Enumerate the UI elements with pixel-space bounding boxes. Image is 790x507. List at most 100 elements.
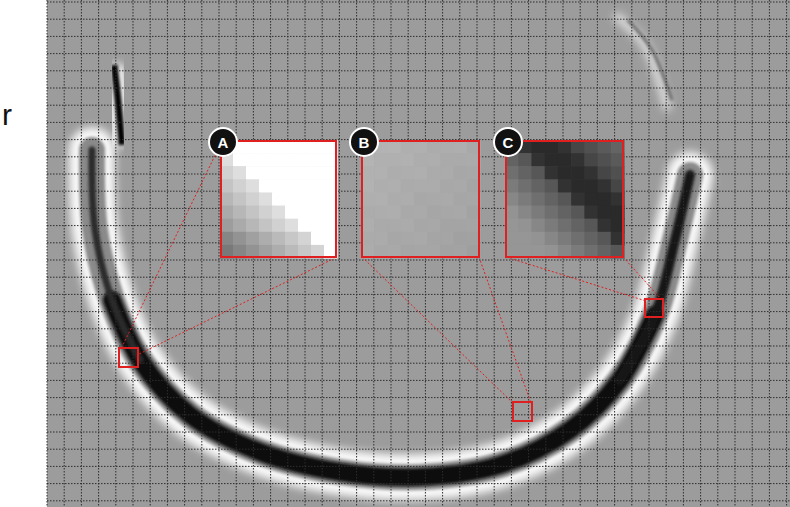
zoom-pixel (259, 153, 273, 167)
zoom-pixel (414, 219, 428, 233)
zoom-pixel (272, 206, 286, 220)
zoom-pixel (361, 232, 375, 246)
grid-line (786, 0, 787, 507)
grid-line (64, 0, 65, 507)
zoom-pixel (558, 232, 572, 246)
grid-line (47, 449, 790, 450)
cut-text: r (2, 100, 12, 130)
zoom-pixel (246, 219, 260, 233)
grid-line (700, 0, 701, 507)
zoom-pixels (220, 140, 338, 259)
zoom-pixel (401, 219, 415, 233)
zoom-pixel (427, 206, 441, 220)
zoom-pixel (531, 232, 545, 246)
zoom-pixel (387, 153, 401, 167)
zoom-pixel (233, 166, 247, 180)
grid-line (47, 294, 790, 295)
zoom-pixel (584, 179, 598, 193)
zoom-pixel (259, 179, 273, 193)
zoom-pixel (454, 166, 468, 180)
leader-line (623, 257, 662, 300)
zoom-pixel (427, 166, 441, 180)
zoom-pixel (454, 219, 468, 233)
zoom-pixel (272, 219, 286, 233)
grid-line (47, 380, 790, 381)
zoom-pixel (440, 166, 454, 180)
zoom-pixel (298, 153, 312, 167)
zoom-pixel (598, 219, 612, 233)
zoom-pixel (454, 179, 468, 193)
zoom-pixel (233, 179, 247, 193)
zoom-pixel (440, 140, 454, 154)
grid-line (717, 0, 718, 507)
grid-line (150, 0, 151, 507)
zoom-pixel (571, 140, 585, 154)
grid-line (631, 0, 632, 507)
grid-line (752, 0, 753, 507)
zoom-pixel (558, 192, 572, 206)
zoom-pixel (440, 219, 454, 233)
zoom-pixel (558, 219, 572, 233)
grid-line (47, 105, 790, 106)
zoom-pixel (571, 179, 585, 193)
zoom-pixel (387, 140, 401, 154)
zoom-pixel (272, 166, 286, 180)
zoom-pixel (220, 192, 234, 206)
zoom-pixel (545, 219, 559, 233)
zoom-pixel (414, 232, 428, 246)
zoom-pixel (558, 140, 572, 154)
zoom-pixel (454, 153, 468, 167)
zoom-pixel (387, 232, 401, 246)
zoom-pixel (440, 192, 454, 206)
zoom-pixel (598, 179, 612, 193)
zoom-pixel (311, 179, 325, 193)
inset-letter: A (218, 135, 229, 150)
pixel-grid (47, 0, 790, 507)
grid-line (47, 397, 790, 398)
zoom-pixel (259, 192, 273, 206)
zoom-pixel (440, 232, 454, 246)
zoom-pixel (454, 140, 468, 154)
zoom-pixel (298, 179, 312, 193)
grid-line (133, 0, 134, 507)
leader-line (479, 257, 531, 403)
zoom-pixel (233, 232, 247, 246)
zoom-pixel (298, 140, 312, 154)
zoom-inset: C (505, 140, 624, 258)
grid-line (356, 0, 357, 507)
zoom-pixel (518, 166, 532, 180)
zoom-pixel (531, 192, 545, 206)
grid-line (98, 0, 99, 507)
grid-line (769, 0, 770, 507)
band-core (112, 300, 655, 477)
grid-line (47, 19, 790, 20)
zoom-pixel (246, 153, 260, 167)
zoom-pixel (401, 179, 415, 193)
zoom-pixel (233, 153, 247, 167)
zoom-pixel (571, 192, 585, 206)
zoom-pixel (298, 232, 312, 246)
zoom-pixel (246, 166, 260, 180)
zoom-pixel (518, 153, 532, 167)
zoom-pixel (298, 166, 312, 180)
zoom-pixel (571, 153, 585, 167)
zoom-pixel (401, 166, 415, 180)
zoom-pixel (246, 206, 260, 220)
zoom-inset: A (220, 140, 337, 258)
zoom-pixel (233, 219, 247, 233)
leader-line (362, 257, 514, 404)
zoom-pixel (272, 153, 286, 167)
zoom-pixel (233, 206, 247, 220)
grid-line (47, 88, 790, 89)
zoom-pixel (518, 232, 532, 246)
zoom-pixel (259, 206, 273, 220)
grid-line (47, 122, 790, 123)
inset-letter: B (359, 135, 370, 150)
zoom-pixel (427, 140, 441, 154)
zoom-pixel (558, 166, 572, 180)
zoom-pixel (571, 206, 585, 220)
zoom-pixel (531, 219, 545, 233)
zoom-pixel (361, 179, 375, 193)
zoom-pixel (427, 153, 441, 167)
